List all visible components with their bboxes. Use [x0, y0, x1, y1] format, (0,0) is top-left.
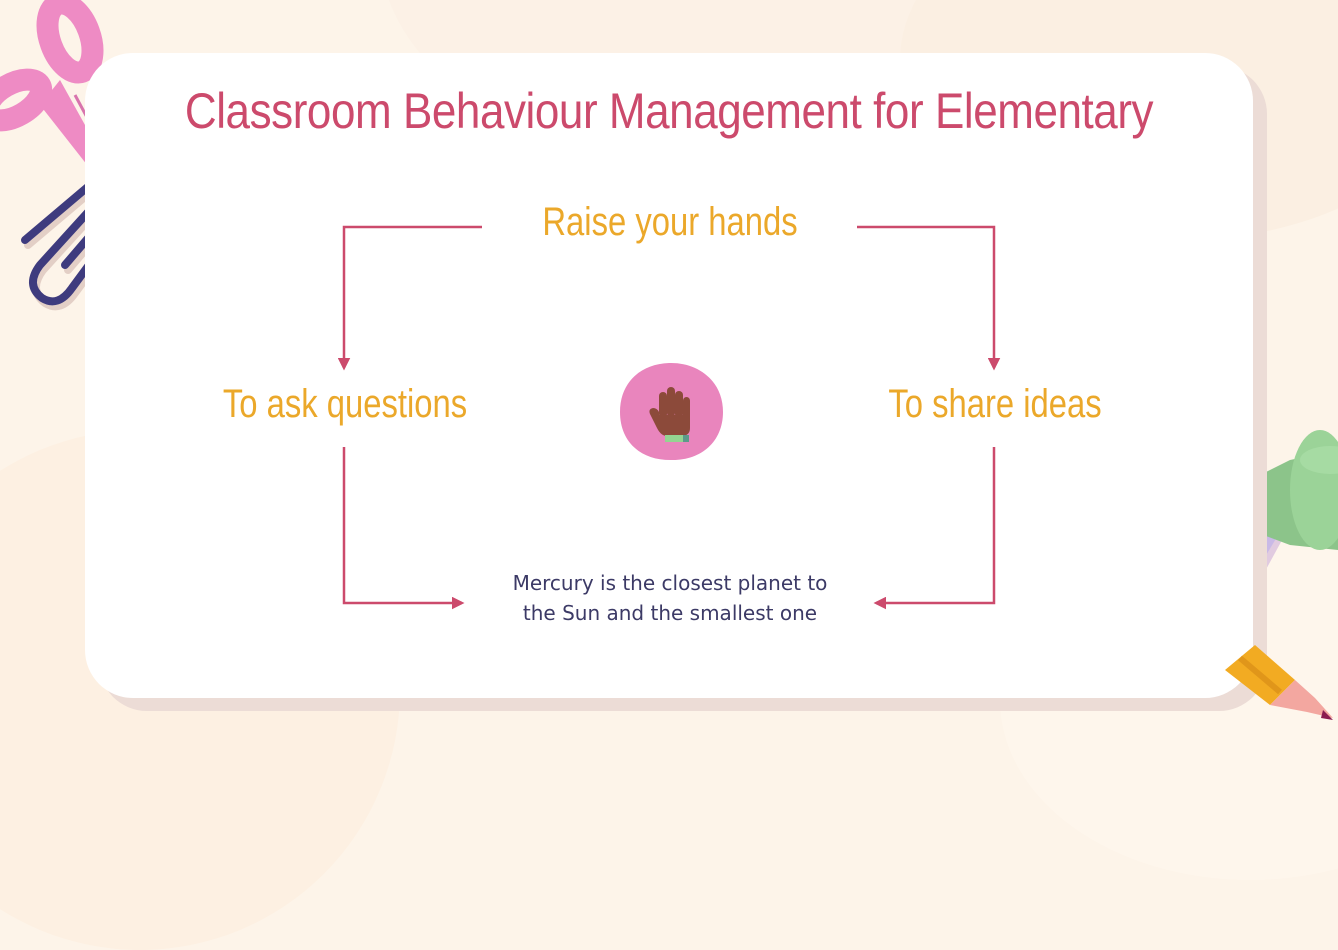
node-raise-your-hands: Raise your hands [542, 200, 798, 244]
slide-title: Classroom Behaviour Management for Eleme… [184, 83, 1154, 139]
node-to-ask-questions: To ask questions [222, 382, 468, 426]
description-line-2: the Sun and the smallest one [522, 601, 818, 625]
arrow-bottom-left [342, 447, 465, 610]
flow-arrows [337, 225, 1001, 610]
arrow-bottom-right [873, 447, 996, 610]
node-to-share-ideas: To share ideas [888, 382, 1102, 426]
pencil-icon [1225, 645, 1333, 720]
raised-hand-icon [620, 362, 723, 461]
arrow-top-right [857, 225, 1001, 371]
pushpin-icon [1248, 430, 1338, 573]
description-line-1: Mercury is the closest planet to [512, 571, 828, 595]
arrow-top-left [337, 225, 482, 371]
paperclip-icon [21, 181, 107, 311]
description-text: Mercury is the closest planet to the Sun… [470, 568, 870, 628]
